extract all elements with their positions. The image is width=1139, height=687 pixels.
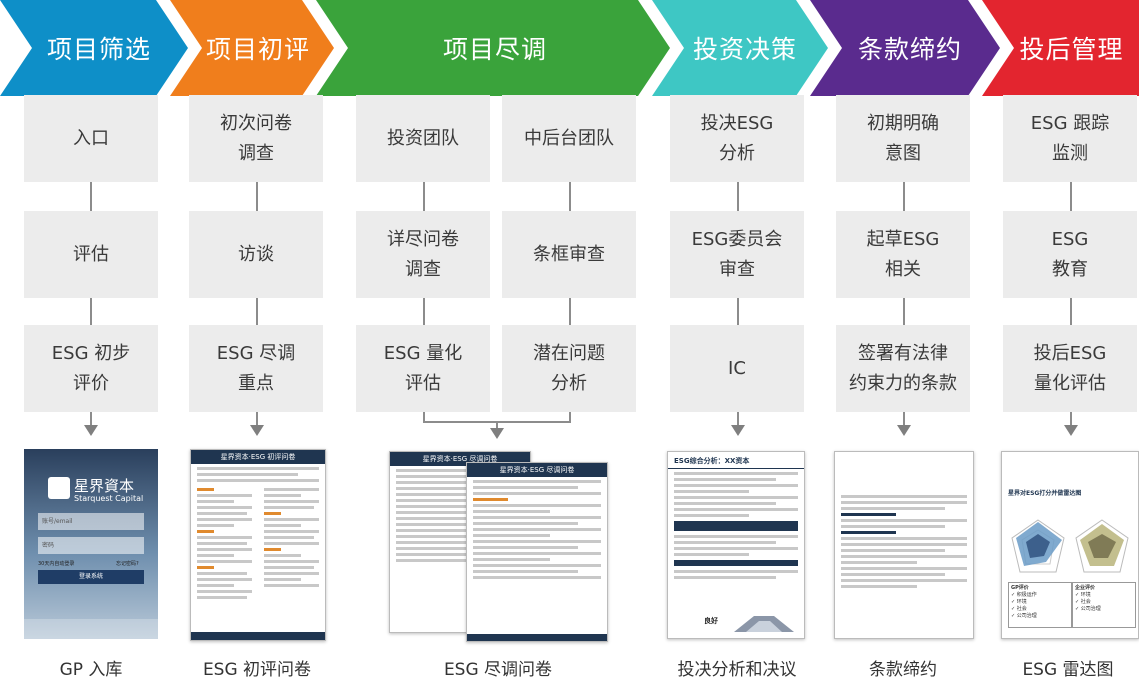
dd-questionnaire-front-thumbnail: 星界资本·ESG 尽调问卷 — [466, 462, 608, 642]
login-brand: 星界資本 — [74, 477, 135, 495]
forgot-password-link[interactable]: 忘记密码? — [116, 561, 139, 567]
connector-line — [423, 412, 425, 422]
connector-line — [737, 298, 739, 325]
connector-line — [903, 298, 905, 325]
down-arrow-icon — [84, 425, 98, 436]
radar-legend-left: GP评价 ✓ 积极运作 ✓ 环境 ✓ 社会 ✓ 公司治理 — [1008, 582, 1072, 628]
connector-line — [737, 182, 739, 211]
radar-chart-right — [1075, 519, 1129, 573]
ic-gauge-icon — [734, 616, 794, 632]
connector-line — [423, 182, 425, 211]
step-box-dd-left-3: ESG 量化 评估 — [356, 325, 490, 412]
ic-rating-label: 良好 — [704, 617, 718, 625]
stage-title-terms: 条款缔约 — [857, 35, 962, 64]
stage-title-initial-review: 项目初评 — [205, 35, 310, 64]
connector-line — [569, 182, 571, 211]
login-logo — [48, 477, 70, 499]
ic-analysis-title: ESG综合分析：XX资本 — [668, 452, 804, 469]
login-brand-en: Starquest Capital — [74, 494, 144, 503]
connector-line — [496, 421, 498, 429]
step-box-initial-2: 访谈 — [189, 211, 323, 298]
process-chevron-bar — [0, 0, 1139, 96]
connector-line — [423, 298, 425, 325]
step-box-initial-1: 初次问卷 调查 — [189, 95, 323, 182]
step-box-terms-3: 签署有法律 约束力的条款 — [836, 325, 970, 412]
account-input[interactable]: 账号/email — [38, 513, 144, 530]
connector-line — [903, 182, 905, 211]
stage-title-screening: 项目筛选 — [46, 35, 151, 64]
chevron-investment-decision — [652, 0, 828, 96]
down-arrow-icon — [490, 428, 504, 439]
step-box-terms-1: 初期明确 意图 — [836, 95, 970, 182]
step-box-dd-left-1: 投资团队 — [356, 95, 490, 182]
connector-line — [256, 298, 258, 325]
step-box-decision-3: IC — [670, 325, 804, 412]
connector-line — [256, 182, 258, 211]
down-arrow-icon — [897, 425, 911, 436]
step-box-post-3: 投后ESG 量化评估 — [1003, 325, 1137, 412]
connector-line — [1070, 412, 1072, 426]
radar-title: 星界对ESG打分并做雷达图 — [1008, 490, 1082, 497]
connector-line — [90, 182, 92, 211]
radar-legend-right: 企业评价 ✓ 环境 ✓ 社会 ✓ 公司治理 — [1072, 582, 1136, 628]
connector-line — [1070, 298, 1072, 325]
step-box-decision-1: 投决ESG 分析 — [670, 95, 804, 182]
caption-ic-analysis: 投决分析和决议 — [677, 660, 797, 680]
dd-questionnaire-title-front: 星界资本·ESG 尽调问卷 — [467, 463, 607, 477]
login-button[interactable]: 登录系统 — [38, 570, 144, 584]
chevron-initial-review — [170, 0, 334, 96]
remember-checkbox[interactable]: 30天内自动登录 — [38, 561, 75, 567]
step-box-decision-2: ESG委员会 审查 — [670, 211, 804, 298]
chevron-post-investment — [982, 0, 1139, 96]
step-box-initial-3: ESG 尽调 重点 — [189, 325, 323, 412]
caption-radar-chart: ESG 雷达图 — [1022, 660, 1114, 680]
initial-questionnaire-thumbnail: 星界资本·ESG 初评问卷 — [190, 449, 326, 641]
login-footer — [24, 619, 158, 639]
login-screenshot-thumbnail: 星界資本 Starquest Capital 账号/email 密码 30天内自… — [24, 449, 158, 639]
connector-line — [903, 412, 905, 426]
step-box-screening-1: 入口 — [24, 95, 158, 182]
terms-document-thumbnail — [834, 451, 974, 639]
connector-line — [1070, 182, 1072, 211]
radar-chart-left — [1011, 519, 1065, 573]
step-box-screening-3: ESG 初步 评价 — [24, 325, 158, 412]
caption-dd-questionnaire: ESG 尽调问卷 — [443, 660, 553, 680]
down-arrow-icon — [250, 425, 264, 436]
password-input[interactable]: 密码 — [38, 537, 144, 554]
chevron-due-diligence — [316, 0, 670, 96]
questionnaire-title: 星界资本·ESG 初评问卷 — [191, 450, 325, 464]
stage-title-post-investment: 投后管理 — [1019, 35, 1124, 64]
caption-terms: 条款缔约 — [869, 660, 937, 680]
caption-initial-questionnaire: ESG 初评问卷 — [202, 660, 312, 680]
step-box-screening-2: 评估 — [24, 211, 158, 298]
step-box-dd-right-2: 条框审查 — [502, 211, 636, 298]
step-box-dd-right-3: 潜在问题 分析 — [502, 325, 636, 412]
connector-line — [569, 412, 571, 422]
step-box-post-1: ESG 跟踪 监测 — [1003, 95, 1137, 182]
connector-line — [90, 298, 92, 325]
down-arrow-icon — [731, 425, 745, 436]
step-box-dd-right-1: 中后台团队 — [502, 95, 636, 182]
caption-gp-onboarding: GP 入库 — [59, 660, 123, 680]
connector-line — [256, 412, 258, 426]
chevron-terms — [810, 0, 1000, 96]
step-box-dd-left-2: 详尽问卷 调查 — [356, 211, 490, 298]
connector-line — [90, 412, 92, 426]
step-box-terms-2: 起草ESG 相关 — [836, 211, 970, 298]
connector-line — [569, 298, 571, 325]
ic-analysis-thumbnail: ESG综合分析：XX资本 良好 — [667, 451, 805, 639]
chevron-screening — [0, 0, 188, 96]
radar-chart-thumbnail: 星界对ESG打分并做雷达图 GP评价 ✓ 积极运作 ✓ 环境 ✓ 社会 ✓ 公司… — [1001, 451, 1139, 639]
stage-title-due-diligence: 项目尽调 — [442, 35, 547, 64]
stage-title-investment-decision: 投资决策 — [692, 35, 797, 64]
step-box-post-2: ESG 教育 — [1003, 211, 1137, 298]
connector-line — [737, 412, 739, 426]
down-arrow-icon — [1064, 425, 1078, 436]
